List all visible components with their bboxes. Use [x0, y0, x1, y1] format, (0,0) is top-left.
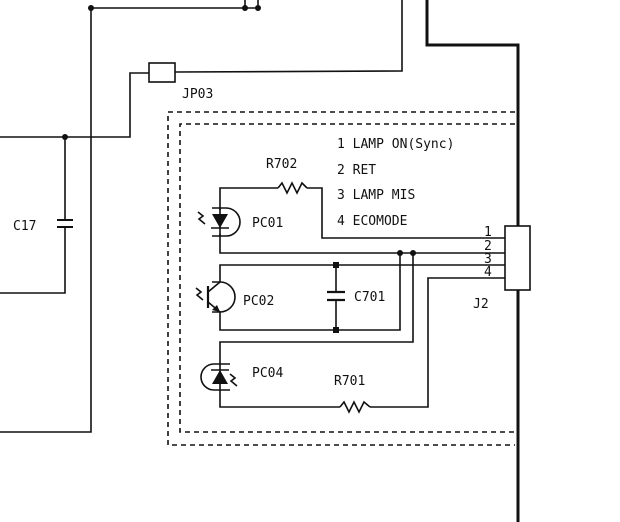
led-icon	[200, 363, 238, 391]
j2-label: J2	[473, 297, 489, 312]
r701-label: R701	[334, 374, 365, 389]
resistor-r701	[339, 400, 371, 414]
connector-pins: 1 2 3 4	[484, 225, 492, 280]
c17-label: C17	[13, 219, 36, 234]
phototransistor-icon	[195, 281, 236, 313]
pc04-label: PC04	[252, 366, 283, 381]
shield-outer	[167, 111, 515, 446]
legend-item: 3 LAMP MIS	[337, 188, 415, 203]
jumper-jp03	[148, 62, 176, 83]
connector-j2	[504, 225, 531, 291]
wires-circuit	[219, 187, 505, 408]
pin-legend: 1 LAMP ON(Sync) 2 RET 3 LAMP MIS 4 ECOMO…	[337, 137, 454, 229]
pc02-label: PC02	[243, 294, 274, 309]
capacitor-c701	[327, 290, 345, 302]
legend-item: 1 LAMP ON(Sync)	[337, 137, 454, 152]
pc01-label: PC01	[252, 216, 283, 231]
shield-inner	[179, 123, 515, 433]
jumper-label: JP03	[182, 87, 213, 102]
c701-label: C701	[354, 290, 385, 305]
legend-item: 4 ECOMODE	[337, 214, 407, 229]
r702-label: R702	[266, 157, 297, 172]
pin-number: 3	[484, 252, 492, 267]
resistor-r702	[277, 181, 308, 195]
pin-number: 2	[484, 239, 492, 254]
legend-item: 2 RET	[337, 163, 376, 178]
wires-left	[0, 0, 403, 433]
pin-number: 1	[484, 225, 492, 240]
pin-number: 4	[484, 265, 492, 280]
capacitor-c17	[57, 219, 73, 228]
led-icon	[197, 207, 241, 237]
